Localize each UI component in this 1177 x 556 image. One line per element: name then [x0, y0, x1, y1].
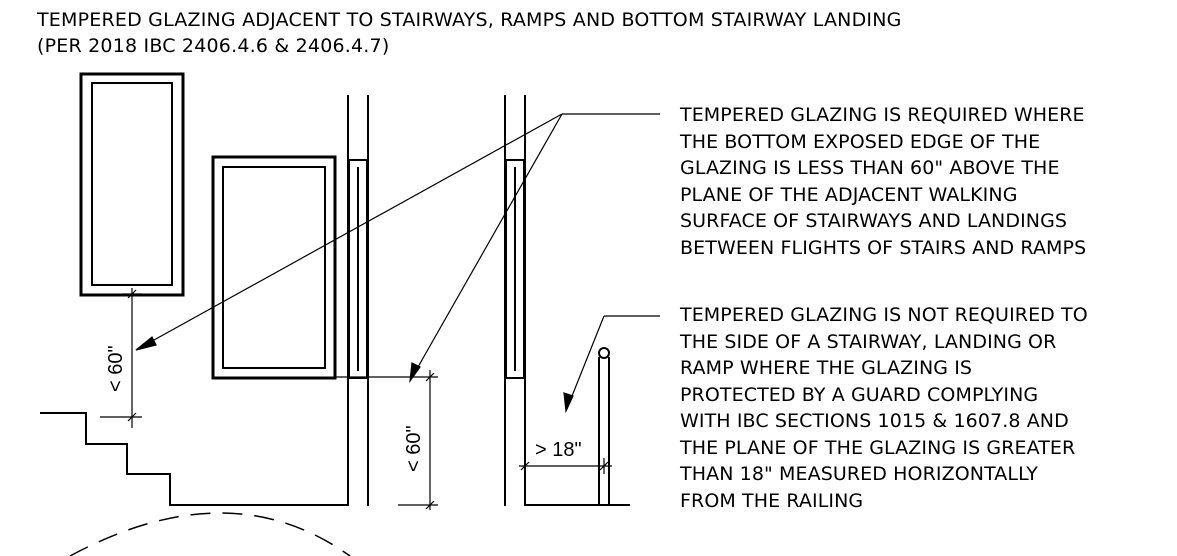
note-tempered-not-required: TEMPERED GLAZING IS NOT REQUIRED TO THE …: [680, 302, 1088, 514]
note-line: THAN 18" MEASURED HORIZONTALLY: [680, 463, 1038, 485]
dimension-stair-window: [100, 288, 142, 428]
drawing-title: TEMPERED GLAZING ADJACENT TO STAIRWAYS, …: [37, 9, 902, 31]
dimension-label-wall-window: < 60": [403, 425, 425, 472]
note-line: THE PLANE OF THE GLAZING IS GREATER: [680, 436, 1076, 459]
note-line: SURFACE OF STAIRWAYS AND LANDINGS: [680, 210, 1068, 232]
wall-section-left: [347, 95, 369, 506]
leader-required: [135, 113, 660, 384]
note-line: TEMPERED GLAZING IS NOT REQUIRED TO: [680, 304, 1088, 326]
dimension-label-stair-window: < 60": [105, 345, 127, 392]
note-line: FROM THE RAILING: [680, 489, 864, 512]
note-line: GLAZING IS LESS THAN 60" ABOVE THE: [680, 157, 1060, 179]
leader-not-required: [563, 315, 660, 414]
note-line: WITH IBC SECTIONS 1015 & 1607.8 AND: [680, 410, 1069, 432]
dimension-label-guard-offset: > 18": [535, 439, 582, 461]
landing-window: [211, 155, 337, 380]
note-line: PROTECTED BY A GUARD COMPLYING: [680, 383, 1039, 406]
note-line: THE SIDE OF A STAIRWAY, LANDING OR: [680, 330, 1057, 353]
guard-rail: [598, 347, 610, 505]
stair-window: [79, 72, 185, 297]
stair-profile: [40, 412, 348, 506]
note-line: RAMP WHERE THE GLAZING IS: [680, 357, 973, 379]
note-tempered-required: TEMPERED GLAZING IS REQUIRED WHERE THE B…: [680, 102, 1086, 261]
landing-arc: [69, 512, 351, 556]
note-line: THE BOTTOM EXPOSED EDGE OF THE: [680, 130, 1041, 153]
drawing-subtitle: (PER 2018 IBC 2406.4.6 & 2406.4.7): [37, 35, 390, 57]
note-line: PLANE OF THE ADJACENT WALKING: [680, 183, 1018, 206]
dimension-guard-offset: [519, 458, 612, 474]
wall-section-right: [504, 95, 630, 506]
dimension-wall-window: [335, 370, 438, 510]
note-line: BETWEEN FLIGHTS OF STAIRS AND RAMPS: [680, 236, 1087, 259]
note-line: TEMPERED GLAZING IS REQUIRED WHERE: [680, 104, 1085, 126]
